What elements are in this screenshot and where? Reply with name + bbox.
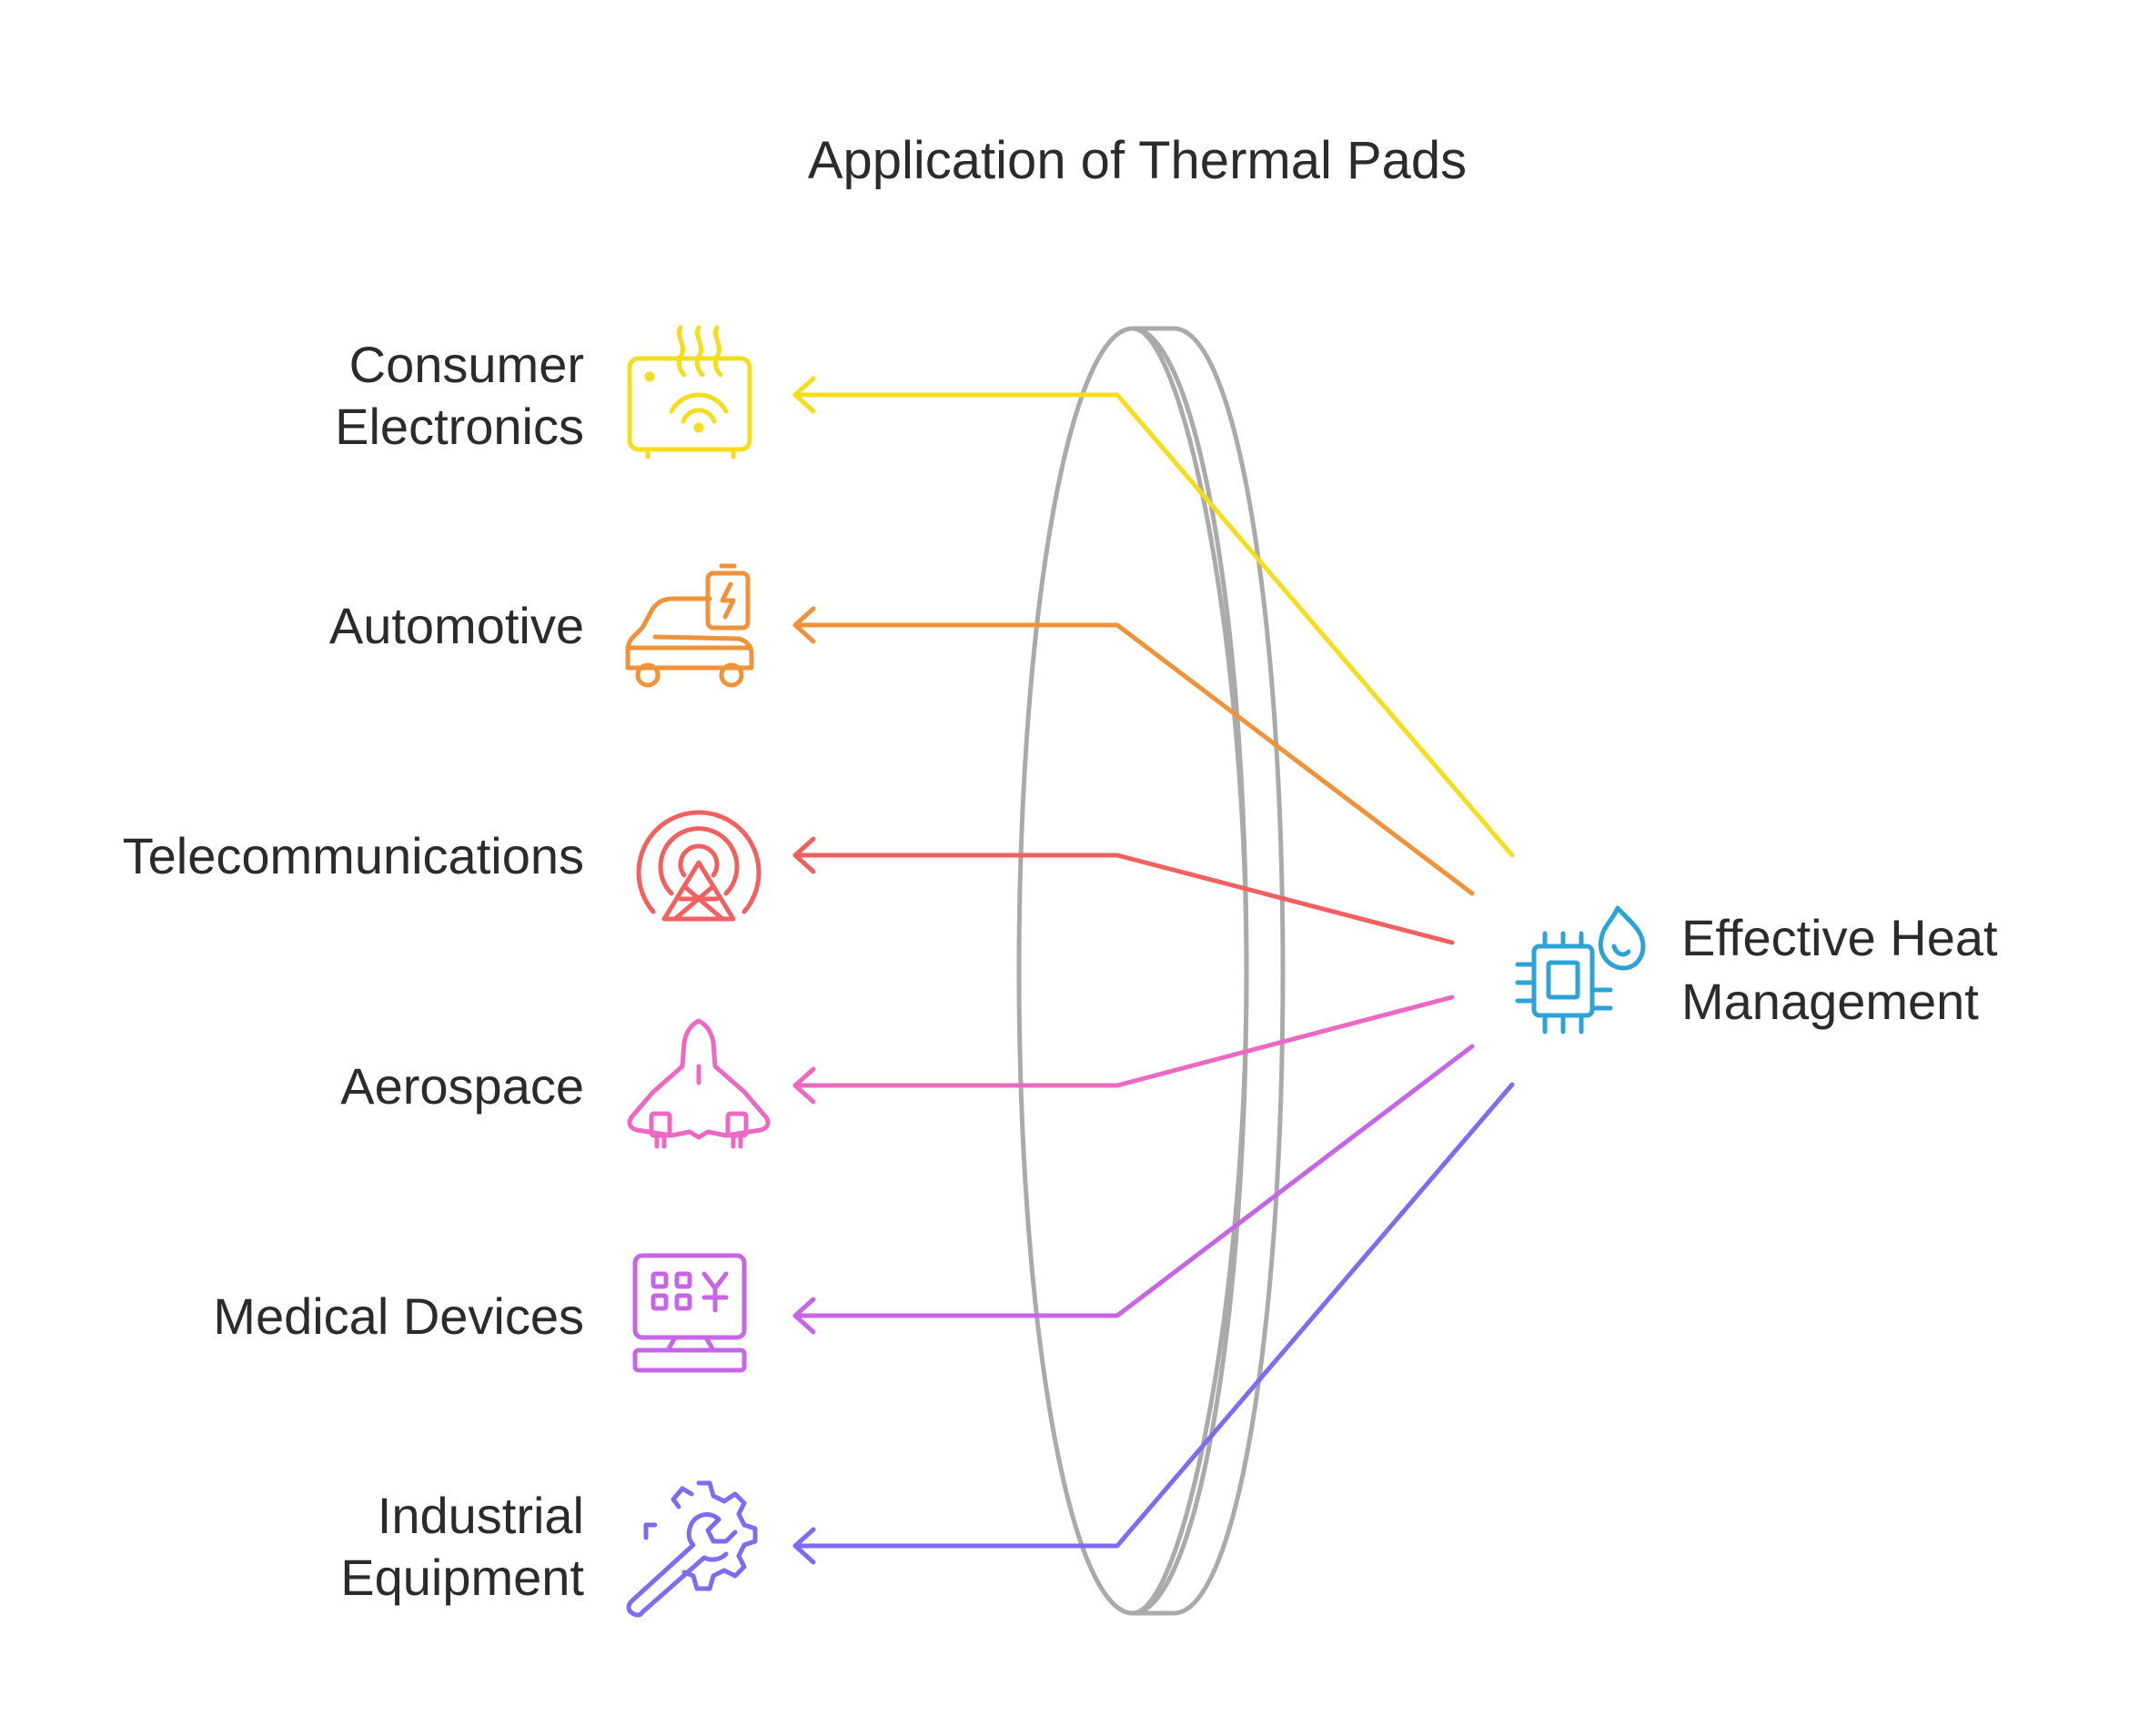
connector-arrowhead — [792, 1297, 816, 1335]
wifi-router-heat-icon — [627, 325, 752, 459]
connector-lines — [792, 376, 1515, 1565]
application-label: Aerospace — [340, 1057, 584, 1115]
connector-line — [792, 994, 1455, 1088]
connector-line — [792, 392, 1515, 858]
lens-disc — [1016, 326, 1286, 1616]
application-label: Telecommunications — [123, 827, 584, 884]
connector-arrowhead — [792, 1527, 816, 1565]
target-label-line-2: Management — [1681, 973, 1979, 1030]
application-label-line: Medical Devices — [213, 1287, 584, 1345]
radio-tower-icon — [636, 810, 762, 922]
connector-line — [792, 1082, 1515, 1549]
target-node: Effective Heat Management — [1515, 905, 2012, 1035]
application-label-line: Automotive — [329, 597, 584, 654]
application-label-line: Telecommunications — [123, 827, 584, 884]
application-label-line: Consumer — [349, 336, 584, 393]
connector-arrowhead — [792, 606, 816, 644]
application-label-line: Industrial — [378, 1487, 584, 1544]
electric-car-battery-icon — [625, 563, 754, 688]
medical-monitor-icon — [632, 1253, 747, 1373]
connector-arrowhead — [792, 376, 816, 414]
connector-arrowhead — [792, 1066, 816, 1105]
connector-line — [792, 622, 1475, 896]
application-label: Automotive — [329, 597, 584, 654]
gear-wrench-icon — [626, 1480, 758, 1618]
diagram-title: Application of Thermal Pads — [808, 131, 1467, 190]
application-label-line: Equipment — [340, 1549, 584, 1606]
connector-line — [792, 1044, 1475, 1318]
application-label-line: Aerospace — [340, 1057, 584, 1115]
target-label: Effective Heat Management — [1681, 909, 2012, 1030]
application-label-line: Electronics — [335, 398, 584, 455]
application-icons — [625, 325, 771, 1618]
cpu-flame-icon — [1515, 905, 1646, 1035]
application-label: Medical Devices — [213, 1287, 584, 1345]
space-shuttle-icon — [627, 1018, 771, 1149]
connector-arrowhead — [792, 836, 816, 874]
target-label-line-1: Effective Heat — [1681, 909, 1998, 966]
connector-line — [792, 853, 1455, 945]
